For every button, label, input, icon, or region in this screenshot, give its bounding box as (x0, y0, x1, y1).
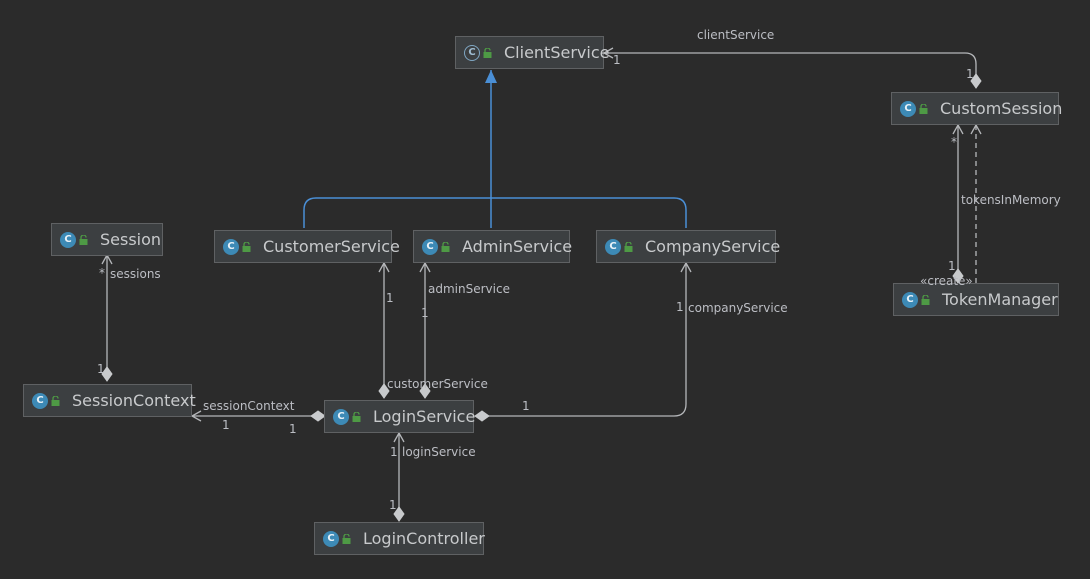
inheritance-edges (303, 70, 687, 228)
class-icon: C (60, 231, 76, 248)
edge-label-session-context: sessionContext (203, 399, 295, 413)
edge-custom-session-to-client-service (602, 47, 982, 89)
multiplicity-client-service-target: 1 (613, 53, 621, 67)
class-icon: C (333, 408, 349, 425)
public-lock-icon (441, 241, 450, 252)
class-name: LoginService (373, 407, 476, 426)
class-name: SessionContext (72, 391, 196, 410)
edge-login-to-company-service (474, 261, 692, 422)
class-session[interactable]: C Session (51, 223, 163, 256)
inheritance-customer-branch (303, 197, 491, 228)
class-customer-service[interactable]: C CustomerService (214, 230, 400, 263)
edge-label-customer-service: customerService (387, 377, 488, 391)
class-icon: C (902, 291, 918, 308)
class-icon: C (605, 238, 621, 255)
class-login-controller[interactable]: C LoginController (314, 522, 485, 555)
association-edges (101, 47, 982, 522)
public-lock-icon (342, 533, 351, 544)
class-admin-service[interactable]: C AdminService (413, 230, 573, 263)
class-icon: C (32, 392, 48, 409)
multiplicity-login-service-target: 1 (390, 445, 398, 459)
class-name: LoginController (363, 529, 485, 548)
class-token-manager[interactable]: C TokenManager (893, 283, 1059, 316)
stereotype-create: «create» (920, 274, 973, 288)
public-lock-icon (242, 241, 251, 252)
class-icon: C (900, 100, 916, 117)
multiplicity-sessions: 1 (97, 362, 105, 376)
class-name: AdminService (462, 237, 573, 256)
multiplicity-company-service: 1 (676, 300, 684, 314)
public-lock-icon (483, 47, 492, 58)
class-icon: C (223, 238, 239, 255)
class-name: CompanyService (645, 237, 781, 256)
class-login-service[interactable]: C LoginService (324, 400, 476, 433)
public-lock-icon (51, 395, 60, 406)
abstract-class-icon: C (464, 44, 480, 61)
multiplicity-session-context-target: 1 (222, 418, 230, 432)
class-icon: C (422, 238, 438, 255)
edge-label-tokens-in-memory: tokensInMemory (961, 193, 1061, 207)
public-lock-icon (921, 294, 930, 305)
edge-label-client-service: clientService (697, 28, 775, 42)
edge-label-sessions: sessions (110, 267, 161, 281)
multiplicity-token-manager: 1 (948, 259, 956, 273)
multiplicity-client-service-source: 1 (966, 67, 974, 81)
class-name: TokenManager (942, 290, 1058, 309)
class-name: CustomerService (263, 237, 400, 256)
multiplicity-custom-session-star: * (951, 135, 957, 149)
public-lock-icon (919, 103, 928, 114)
multiplicity-customer-service: 1 (386, 291, 394, 305)
class-company-service[interactable]: C CompanyService (596, 230, 780, 263)
class-name: CustomSession (940, 99, 1063, 118)
multiplicity-admin-service: 1 (421, 306, 429, 320)
class-client-service[interactable]: C ClientService (455, 36, 609, 69)
multiplicity-login-controller: 1 (389, 498, 397, 512)
edge-label-company-service: companyService (688, 301, 788, 315)
class-name: Session (100, 230, 162, 249)
inheritance-company-branch (491, 197, 687, 228)
class-icon: C (323, 530, 339, 547)
public-lock-icon (624, 241, 633, 252)
public-lock-icon (352, 411, 361, 422)
multiplicity-session-context-source: 1 (289, 422, 297, 436)
public-lock-icon (79, 234, 88, 245)
class-name: ClientService (504, 43, 610, 62)
class-custom-session[interactable]: C CustomSession (891, 92, 1063, 125)
multiplicity-company-service-source: 1 (522, 399, 530, 413)
class-session-context[interactable]: C SessionContext (23, 384, 196, 417)
multiplicity-sessions-star: * (99, 266, 105, 280)
edge-label-admin-service: adminService (428, 282, 510, 296)
edge-label-login-service: loginService (402, 445, 476, 459)
